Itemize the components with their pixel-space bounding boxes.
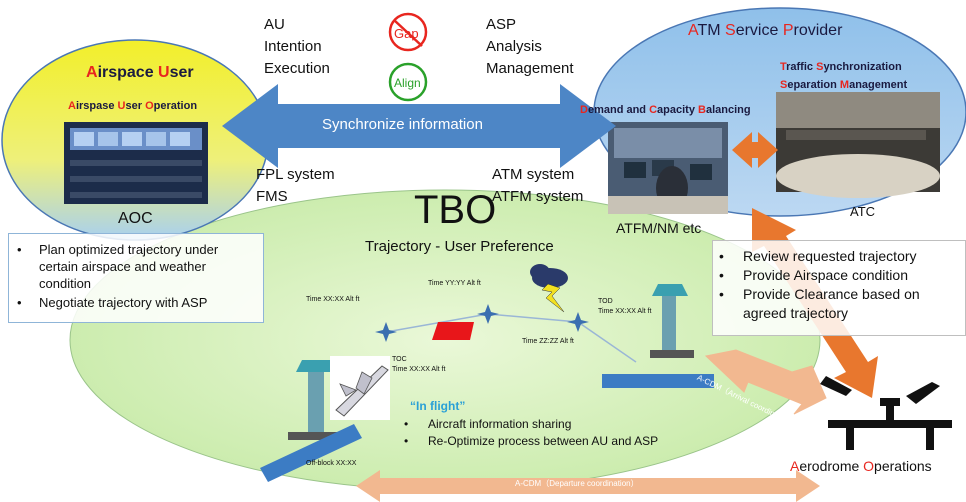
traffic-sync-line: Traffic Synchronization: [780, 61, 902, 73]
execution-label: Execution: [264, 60, 330, 77]
au-bullet-item: •Negotiate trajectory with ASP: [17, 295, 208, 310]
arrival-acdm-arrow: [704, 349, 827, 415]
inflight-label: “In flight”: [410, 399, 466, 413]
tod-label: TOD: [598, 298, 613, 305]
atfm-photo: [608, 122, 728, 214]
atm-system-labels: ATM system ATFM system: [492, 164, 583, 208]
asp-labels: ASP Analysis Management: [486, 14, 574, 80]
fpl-labels: FPL system FMS: [256, 164, 335, 208]
analysis-label: Analysis: [486, 38, 542, 55]
waypoint-star: [567, 312, 589, 332]
airspace-user-bullets-box: •Plan optimized trajectory under certain…: [8, 233, 264, 323]
departure-runway: [260, 424, 362, 482]
offblock-label: Off-block XX:XX: [306, 460, 357, 467]
atm-bullet-item: •Provide Clearance based on agreed traje…: [719, 286, 920, 321]
separation-mgmt-line: Separation Management: [780, 79, 908, 91]
au-bullet-item: •Plan optimized trajectory under certain…: [17, 242, 219, 291]
storm-icon: [530, 264, 568, 313]
inflight-bullet-item: •Re-Optimize process between AU and ASP: [404, 434, 659, 448]
asp-label: ASP: [486, 16, 517, 33]
tbo-title: TBO: [414, 188, 497, 232]
atfm-atc-arrow: [732, 132, 778, 168]
arrival-tower: [650, 284, 694, 358]
airspace-user-title: Airspace User: [86, 64, 194, 81]
time-label: Time YY:YY Alt ft: [428, 280, 481, 287]
atfm-label: ATFM/NM etc: [616, 220, 702, 236]
inflight-bullet-list: •Aircraft information sharing •Re-Optimi…: [404, 416, 704, 450]
atm-system-label: ATM system: [492, 166, 575, 183]
atc-photo: [776, 92, 940, 198]
departure-acdm-label: A-CDM（Departure coordination）: [515, 479, 639, 488]
fms-label: FMS: [256, 188, 288, 205]
atm-bullet-item: •Provide Airspace condition: [719, 267, 908, 283]
sync-label: Synchronize information: [322, 116, 483, 133]
airplane-icon: [330, 356, 390, 420]
atm-bullet-list: •Review requested trajectory •Provide Ai…: [719, 247, 959, 323]
au-labels: AU Intention Execution: [264, 14, 330, 80]
atc-label: ATC: [850, 204, 876, 219]
time-label: Time XX:XX Alt ft: [306, 296, 360, 303]
atm-bullets-box: •Review requested trajectory •Provide Ai…: [712, 240, 966, 336]
au-bullet-list: •Plan optimized trajectory under certain…: [17, 241, 257, 311]
inflight-bullet-item: •Aircraft information sharing: [404, 417, 572, 431]
time-label: Time ZZ:ZZ Alt ft: [522, 338, 574, 345]
management-label: Management: [486, 60, 574, 77]
waypoint-star: [375, 322, 397, 342]
align-circle: [388, 62, 428, 102]
atm-provider-title: ATM Service Provider: [688, 22, 843, 39]
gap-label: Gap: [394, 26, 419, 41]
aerodrome-icon: [820, 376, 952, 450]
traffic-sync-label: Traffic Synchronization Separation Manag…: [780, 58, 907, 94]
intention-label: Intention: [264, 38, 322, 55]
waypoint-star: [477, 304, 499, 324]
time-label: Time XX:XX Alt ft: [392, 366, 446, 373]
airspace-user-operation: Airspase User Operation: [68, 100, 198, 112]
trajectory-line: [385, 313, 637, 363]
fpl-system-label: FPL system: [256, 166, 335, 183]
aerodrome-label: Aerodrome Operations: [790, 458, 932, 474]
atfm-system-label: ATFM system: [492, 188, 584, 205]
dcb-label: Demand and Capacity Balancing: [580, 104, 751, 116]
toc-label: TOC: [392, 356, 407, 363]
atm-bullet-item: •Review requested trajectory: [719, 248, 917, 264]
departure-acdm-arrow: [356, 470, 820, 502]
trajectory-subtitle: Trajectory - User Preference: [365, 238, 554, 255]
time-label: Time XX:XX Alt ft: [598, 308, 652, 315]
restricted-area: [432, 322, 474, 340]
au-label: AU: [264, 16, 285, 33]
arrival-runway: [602, 374, 714, 388]
align-label: Align: [394, 76, 421, 90]
aoc-photo: [64, 122, 208, 204]
sync-arrow: [222, 84, 616, 168]
aoc-label: AOC: [118, 210, 153, 227]
departure-tower: [288, 360, 344, 440]
